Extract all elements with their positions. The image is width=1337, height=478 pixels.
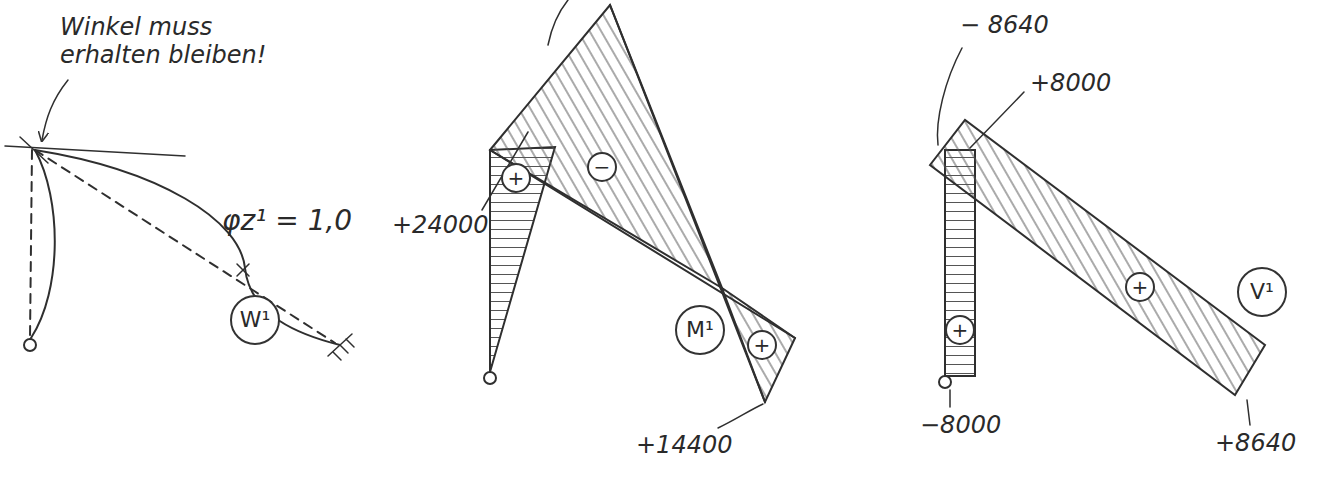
circled-label: W¹: [230, 295, 280, 345]
shear-value: +8640: [1215, 430, 1296, 458]
node-text: M¹: [686, 319, 714, 341]
node-text: +: [754, 335, 771, 355]
sign-circle: +: [1125, 272, 1155, 302]
node-text: W¹: [240, 309, 271, 331]
moment-value: +24000: [392, 212, 488, 240]
shear-value: − 8640: [960, 12, 1049, 40]
shear-value: +8000: [1030, 70, 1111, 98]
node-text: −: [594, 157, 611, 177]
shear-diagram: [930, 48, 1265, 425]
note-text: Winkel muss erhalten bleiben!: [60, 14, 290, 69]
sign-circle: +: [945, 315, 975, 345]
node-text: +: [1132, 277, 1149, 297]
sign-circle: −: [587, 152, 617, 182]
moment-diagram: [482, 0, 795, 428]
sign-circle: +: [747, 330, 777, 360]
moment-value: +14400: [636, 432, 732, 460]
circled-label: M¹: [675, 305, 725, 355]
node-text: +: [952, 320, 969, 340]
node-text: +: [508, 168, 525, 188]
node-text: V¹: [1250, 281, 1274, 303]
deflection-sketch: [5, 80, 354, 360]
circled-label: V¹: [1237, 267, 1287, 317]
shear-value: −8000: [920, 412, 1001, 440]
rotation-value: φz¹ = 1,0: [222, 205, 352, 237]
sign-circle: +: [501, 163, 531, 193]
